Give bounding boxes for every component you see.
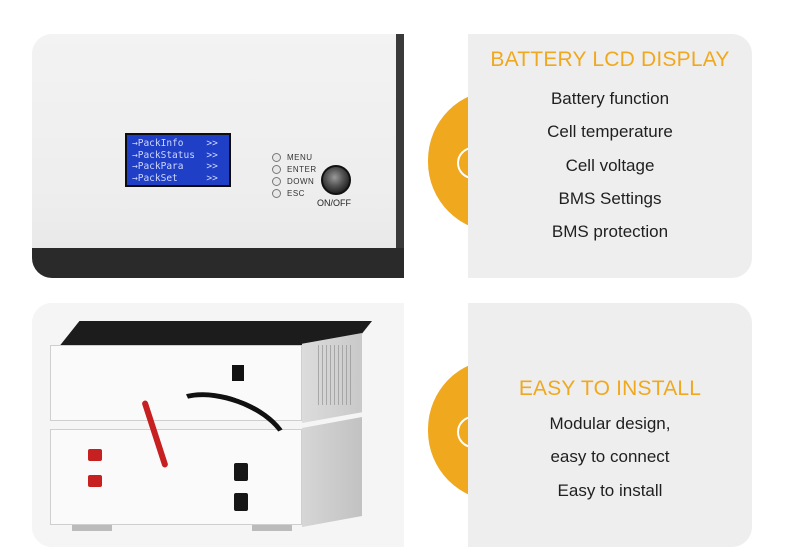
menu-button-row: MENU xyxy=(272,153,313,162)
power-knob-icon xyxy=(321,165,351,195)
battery-module-upper xyxy=(50,345,302,421)
feature-item: Cell voltage xyxy=(565,156,655,175)
battery-edge xyxy=(396,34,404,278)
lcd-line: →PackInfo >> xyxy=(132,138,218,149)
negative-terminal-icon xyxy=(234,463,248,481)
battery-side-lower xyxy=(302,417,362,527)
down-button-row: DOWN xyxy=(272,177,314,186)
down-button-label: DOWN xyxy=(287,177,315,186)
positive-terminal-icon xyxy=(88,449,102,461)
lcd-display-photo: →PackInfo >> →PackStatus >> →PackPara >>… xyxy=(32,34,404,278)
enter-button-label: ENTER xyxy=(287,165,317,174)
section-easy-install: 2 EASY TO INSTALL Modular design, easy t… xyxy=(0,303,790,547)
enter-button-icon xyxy=(272,165,281,174)
esc-button-label: ESC xyxy=(287,189,305,198)
enter-button-row: ENTER xyxy=(272,165,317,174)
feature-item: Battery function xyxy=(550,89,670,108)
feature-item: BMS Settings xyxy=(558,189,662,208)
lcd-line: →PackSet >> xyxy=(132,172,218,184)
esc-button-row: ESC xyxy=(272,189,305,198)
feature-item: Easy to install xyxy=(557,481,663,500)
lcd-screen: →PackInfo >> →PackStatus >> →PackPara >>… xyxy=(125,133,231,187)
lcd-line: →PackPara >> xyxy=(132,161,218,172)
battery-foot xyxy=(72,525,112,531)
feature-item: easy to connect xyxy=(550,447,670,466)
section-lcd-display: →PackInfo >> →PackStatus >> →PackPara >>… xyxy=(0,34,790,278)
feature-item: Cell temperature xyxy=(547,122,673,141)
power-switch-icon xyxy=(232,365,244,381)
battery-foot xyxy=(252,525,292,531)
feature-panel: BATTERY LCD DISPLAY Battery function Cel… xyxy=(468,34,752,278)
esc-button-icon xyxy=(272,189,281,198)
down-button-icon xyxy=(272,177,281,186)
battery-stack-photo xyxy=(32,303,404,547)
feature-item: BMS protection xyxy=(551,222,669,241)
panel-title: BATTERY LCD DISPLAY xyxy=(490,48,730,71)
positive-terminal-icon xyxy=(88,475,102,487)
power-label: ON/OFF xyxy=(317,198,351,208)
battery-base xyxy=(32,248,404,278)
menu-button-icon xyxy=(272,153,281,162)
lcd-line: →PackStatus >> xyxy=(132,149,218,161)
feature-item: Modular design, xyxy=(549,414,671,433)
menu-button-label: MENU xyxy=(287,153,313,162)
vent-grille xyxy=(318,345,354,405)
feature-panel: EASY TO INSTALL Modular design, easy to … xyxy=(468,303,752,547)
negative-terminal-icon xyxy=(234,493,248,511)
panel-title: EASY TO INSTALL xyxy=(518,377,702,400)
